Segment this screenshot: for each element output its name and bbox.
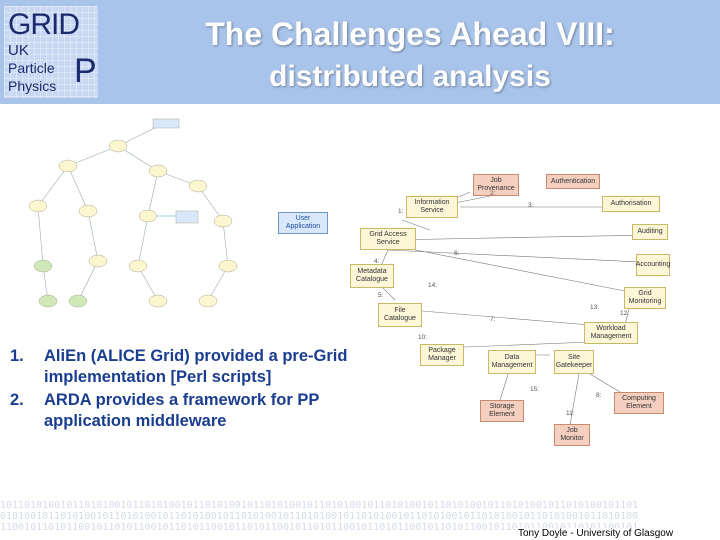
bullet-item: 1. AliEn (ALICE Grid) provided a pre-Gri… (10, 346, 400, 388)
alien-diagram (28, 118, 238, 308)
logo-p-text: P (74, 52, 97, 90)
node-metadata-catalogue: Metadata Catalogue (350, 264, 394, 288)
edge-label-3: 3: (528, 202, 534, 209)
edge-label-2: 2: (490, 190, 496, 197)
node-user-application: User Application (278, 212, 328, 234)
bullet-list: 1. AliEn (ALICE Grid) provided a pre-Gri… (10, 346, 400, 434)
edge-label-12: 12: (620, 310, 630, 317)
node-information-service: Information Service (406, 196, 458, 218)
node-data-management: Data Management (488, 350, 536, 374)
node-file-catalogue: File Catalogue (378, 303, 422, 327)
gridpp-logo: GRID UK Particle Physics P (4, 6, 98, 98)
slide-title-line1: The Challenges Ahead VIII: (205, 16, 615, 52)
logo-physics-text: Physics (8, 78, 57, 94)
edge-label-11: 11: (566, 410, 575, 417)
arda-edges (379, 191, 661, 426)
bullet-number: 1. (10, 347, 24, 365)
node-grid-monitoring: Grid Monitoring (624, 287, 666, 309)
edge-label-1: 1: (398, 208, 404, 215)
node-accounting: Accounting (636, 254, 670, 276)
node-grid-access-service: Grid Access Service (360, 228, 416, 250)
arda-architecture-diagram: Job Provenance Authentication Informatio… (278, 170, 670, 452)
node-authentication: Authentication (546, 174, 600, 189)
logo-grid-text: GRID (8, 8, 80, 41)
edge-label-4: 4: (374, 258, 380, 265)
node-auditing: Auditing (632, 224, 668, 240)
node-job-monitor: Job Monitor (554, 424, 590, 446)
edge-label-5: 5: (378, 292, 384, 299)
binary-background-pattern: 1011010100101101010010110101001011010100… (0, 500, 639, 533)
edge-label-8: 8: (596, 392, 602, 399)
node-job-provenance: Job Provenance (473, 174, 519, 196)
edge-label-6: 6: (454, 250, 460, 257)
node-storage-element: Storage Element (480, 400, 524, 422)
edge-label-15: 15: (530, 386, 540, 393)
bullet-text: AliEn (ALICE Grid) provided a pre-Grid i… (44, 347, 348, 386)
edge-label-13: 13: (590, 304, 600, 311)
slide-title-line2: distributed analysis (269, 60, 551, 93)
footer-credit: Tony Doyle - University of Glasgow (516, 528, 676, 539)
node-site-gatekeeper: Site Gatekeeper (554, 350, 594, 374)
slide-header: GRID UK Particle Physics P The Challenge… (0, 0, 720, 104)
node-computing-element: Computing Element (614, 392, 664, 414)
bullet-text: ARDA provides a framework for PP applica… (44, 391, 320, 430)
edge-label-7: 7: (490, 316, 496, 323)
edge-label-14: 14: (428, 282, 438, 289)
edge-label-10: 10: (418, 334, 428, 341)
bullet-item: 2. ARDA provides a framework for PP appl… (10, 390, 400, 432)
logo-particle-text: Particle (8, 60, 55, 76)
node-workload-management: Workload Management (584, 322, 638, 344)
node-authorisation: Authorisation (602, 196, 660, 212)
node-package-manager: Package Manager (420, 344, 464, 366)
logo-uk-text: UK (8, 42, 29, 59)
bullet-number: 2. (10, 391, 24, 409)
